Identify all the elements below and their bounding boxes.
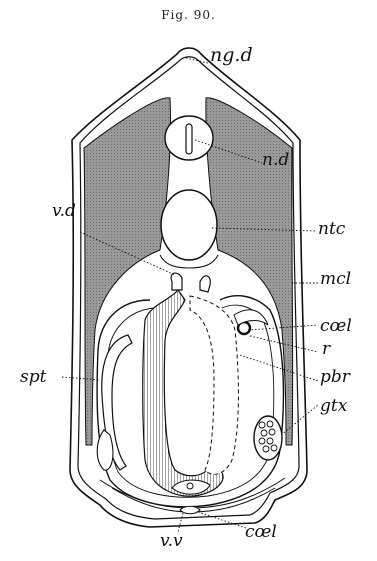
label-coel-upper: cœl: [320, 318, 352, 335]
label-pbr: pbr: [320, 369, 350, 386]
notochord: [161, 190, 217, 260]
endostyle-cell: [187, 483, 193, 489]
label-gtx: gtx: [320, 398, 347, 415]
neural-canal: [186, 124, 192, 154]
label-mcl: mcl: [320, 271, 351, 288]
atrial-wall-inner: [107, 305, 274, 497]
label-v-d: v.d: [52, 203, 76, 220]
label-r: r: [322, 341, 330, 358]
pharynx-lumen: [190, 296, 238, 474]
label-v-v: v.v: [160, 533, 183, 550]
label-n-d: n.d: [262, 152, 289, 169]
label-ng-d: ng.d: [210, 46, 253, 65]
label-coel-lower: cœl: [245, 524, 277, 541]
label-ntc: ntc: [318, 221, 345, 238]
right-dorsal-coelom: [234, 310, 268, 325]
dorsal-fold-right: [200, 276, 210, 292]
label-spt: spt: [20, 369, 46, 386]
dorsal-fold-left: [171, 273, 182, 290]
atrial-wall: [97, 296, 283, 507]
ventral-vessel: [180, 506, 200, 514]
